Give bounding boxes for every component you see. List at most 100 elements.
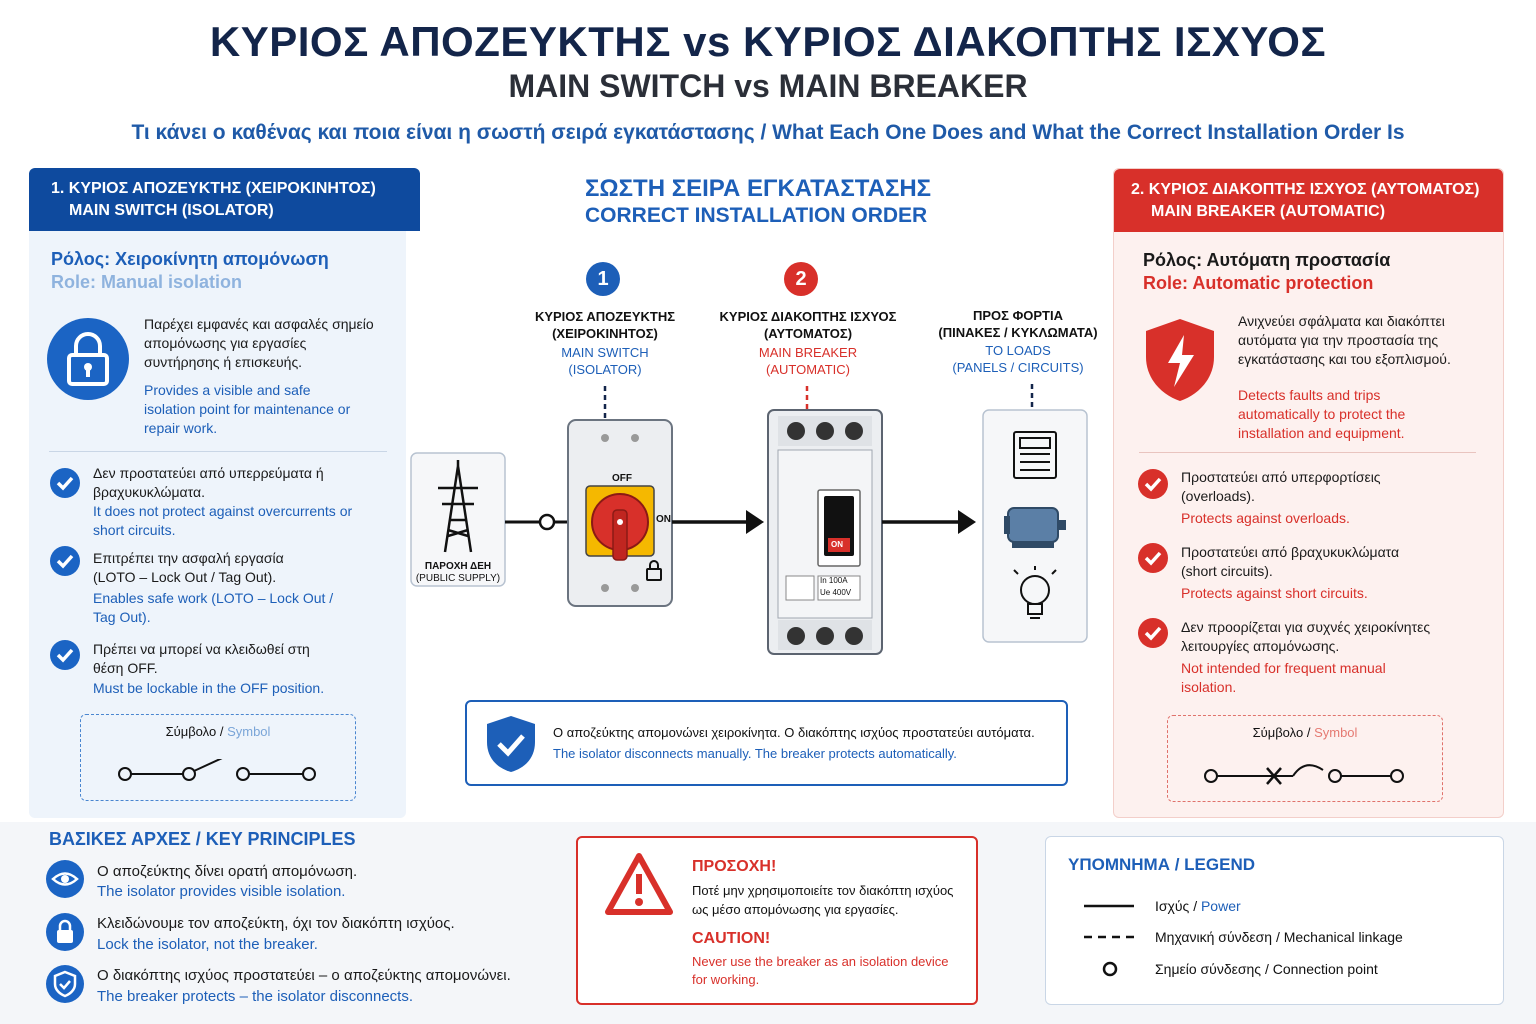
check-icon xyxy=(50,468,80,498)
breaker-symbol-box: Σύμβολο / Symbol xyxy=(1167,715,1443,802)
legend-title: ΥΠΟΜΝΗΜΑ / LEGEND xyxy=(1068,855,1255,874)
legend-connection-slash: / xyxy=(1264,961,1269,977)
warning-icon xyxy=(605,853,673,915)
principles-title: ΒΑΣΙΚΕΣ ΑΡΧΕΣ / KEY PRINCIPLES xyxy=(49,829,356,849)
isolator-header-en: MAIN SWITCH (ISOLATOR) xyxy=(69,202,274,219)
isolator-role-en: Role: Manual isolation xyxy=(51,272,243,292)
summary-en: The isolator disconnects manually. The b… xyxy=(553,746,957,761)
breaker-symbol-label: Σύμβολο / Symbol xyxy=(1168,725,1442,740)
check-icon xyxy=(1138,469,1168,499)
step-2-gr2: (ΑΥΤΟΜΑΤΟΣ) xyxy=(763,326,853,341)
step-3-label: ΠΡΟΣ ΦΟΡΤΙΑ (ΠΙΝΑΚΕΣ / ΚΥΚΛΩΜΑΤΑ) xyxy=(926,307,1110,341)
legend-connection-gr: Σημείο σύνδεσης xyxy=(1155,961,1262,977)
step-3-gr1: ΠΡΟΣ ΦΟΡΤΙΑ xyxy=(973,308,1063,323)
step-2-en2: (AUTOMATIC) xyxy=(765,362,850,377)
supply-label-gr: ΠΑΡΟΧΗ ΔΕΗ xyxy=(424,561,492,572)
shield-lightning-icon xyxy=(1146,319,1214,401)
legend-item-connection: Σημείο σύνδεσης / Connection point xyxy=(1155,961,1378,977)
isolator-symbol-icon xyxy=(118,759,316,781)
breaker-point-2-gr: Προστατεύει από βραχυκυκλώματα (short ci… xyxy=(1181,544,1400,579)
breaker-header: 2. ΚΥΡΙΟΣ ΔΙΑΚΟΠΤΗΣ ΙΣΧΥΟΣ (ΑΥΤΟΜΑΤΟΣ) M… xyxy=(1114,169,1503,232)
breaker-desc-gr: Ανιχνεύει σφάλματα και διακόπτει αυτόματ… xyxy=(1238,313,1451,367)
breaker-panel: 2. ΚΥΡΙΟΣ ΔΙΑΚΟΠΤΗΣ ΙΣΧΥΟΣ (ΑΥΤΟΜΑΤΟΣ) M… xyxy=(1113,168,1504,818)
caution-text-en: Never use the breaker as an isolation de… xyxy=(692,954,949,987)
isolator-desc-gr: Παρέχει εμφανές και ασφαλές σημείο απομό… xyxy=(144,316,374,370)
caution-text-gr: Ποτέ μην χρησιμοποιείτε τον διακόπτη ισχ… xyxy=(692,883,954,917)
symbol-label-gr: Σύμβολο xyxy=(1252,725,1304,740)
isolator-point-3-en: Must be lockable in the OFF position. xyxy=(93,680,325,696)
supply-label-en: (PUBLIC SUPPLY) xyxy=(415,573,501,584)
breaker-role-gr: Ρόλος: Αυτόματη προστασία xyxy=(1143,250,1391,270)
subtitle: Τι κάνει ο καθένας και ποια είναι η σωστ… xyxy=(131,121,1405,144)
symbol-label-gr: Σύμβολο xyxy=(165,724,217,739)
step-1-en2: (ISOLATOR) xyxy=(568,362,642,377)
check-icon xyxy=(50,546,80,576)
isolator-point-1-en: It does not protect against overcurrents… xyxy=(93,503,353,538)
isolator-symbol-box: Σύμβολο / Symbol xyxy=(80,714,356,801)
step-2-badge: 2 xyxy=(784,262,818,296)
step-2-label: ΚΥΡΙΟΣ ΔΙΑΚΟΠΤΗΣ ΙΣΧΥΟΣ(ΑΥΤΟΜΑΤΟΣ) xyxy=(712,308,904,342)
eye-icon xyxy=(46,860,84,898)
step-3-en1: TO LOADS xyxy=(985,343,1051,358)
main-title: ΚΥΡΙΟΣ ΑΠΟΖΕΥΚΤΗΣ vs ΚΥΡΙΟΣ ΔΙΑΚΟΠΤΗΣ ΙΣ… xyxy=(209,18,1327,65)
legend-linkage-slash: / xyxy=(1275,929,1280,945)
breaker-voltage-label: Ue 400V xyxy=(820,588,852,597)
divider xyxy=(49,451,387,452)
isolator-panel: 1. ΚΥΡΙΟΣ ΑΠΟΖΕΥΚΤΗΣ (ΧΕΙΡΟΚΙΝΗΤΟΣ) MAIN… xyxy=(29,168,420,818)
symbol-label-en: Symbol xyxy=(1314,725,1358,740)
principle-3-en: The breaker protects – the isolator disc… xyxy=(97,988,413,1005)
isolator-point-3-gr: Πρέπει να μπορεί να κλειδωθεί στη θέση O… xyxy=(93,641,310,676)
check-icon xyxy=(1138,618,1168,648)
isolator-point-1-gr: Δεν προστατεύει από υπερρεύματα ή βραχυκ… xyxy=(93,465,324,500)
principle-2-en: Lock the isolator, not the breaker. xyxy=(97,936,318,953)
legend-connection-en: Connection point xyxy=(1272,961,1378,977)
legend-symbols xyxy=(1084,904,1136,977)
step-2-en1: MAIN BREAKER xyxy=(758,345,858,360)
principle-2-gr: Κλειδώνουμε τον αποζεύκτη, όχι τον διακό… xyxy=(97,915,455,932)
legend-linkage-en: Mechanical linkage xyxy=(1283,929,1403,945)
shield-check-icon xyxy=(487,716,535,772)
caution-box: ΠΡΟΣΟΧΗ! Ποτέ μην χρησιμοποιείτε τον δια… xyxy=(576,836,978,1005)
main-title-en: MAIN SWITCH vs MAIN BREAKER xyxy=(508,68,1028,104)
step-1-sub: MAIN SWITCH(ISOLATOR) xyxy=(520,344,690,378)
symbol-label-en: Symbol xyxy=(227,724,271,739)
principle-1-en: The isolator provides visible isolation. xyxy=(97,883,346,900)
step-1-gr1: ΚΥΡΙΟΣ ΑΠΟΖΕΥΚΤΗΣ xyxy=(534,309,676,324)
summary-gr: Ο αποζεύκτης απομονώνει χειροκίνητα. Ο δ… xyxy=(553,725,1035,740)
legend-item-linkage: Μηχανική σύνδεση / Mechanical linkage xyxy=(1155,929,1403,945)
isolator-point-2-en: Enables safe work (LOTO – Lock Out / Tag… xyxy=(93,590,334,625)
symbol-label-slash: / xyxy=(219,724,224,739)
installation-flow-diagram xyxy=(410,384,1088,655)
breaker-point-1-en: Protects against overloads. xyxy=(1181,510,1350,526)
caution-title-en: CAUTION! xyxy=(692,930,771,947)
check-icon xyxy=(50,640,80,670)
legend-power-gr: Ισχύς xyxy=(1155,898,1190,914)
divider xyxy=(1139,452,1476,453)
supply-label: ΠΑΡΟΧΗ ΔΕΗ(PUBLIC SUPPLY) xyxy=(411,561,505,585)
isolator-header: 1. ΚΥΡΙΟΣ ΑΠΟΖΕΥΚΤΗΣ (ΧΕΙΡΟΚΙΝΗΤΟΣ) MAIN… xyxy=(29,168,420,231)
step-2-sub: MAIN BREAKER (AUTOMATIC) xyxy=(712,344,904,378)
padlock-icon xyxy=(47,318,129,400)
step-1-gr2: (ΧΕΙΡΟΚΙΝΗΤΟΣ) xyxy=(552,326,658,341)
isolator-desc-en: Provides a visible and safe isolation po… xyxy=(144,382,351,436)
isolator-point-2-gr: Επιτρέπει την ασφαλή εργασία (LOTO – Loc… xyxy=(93,550,284,585)
step-1-badge: 1 xyxy=(586,262,620,296)
principle-3-gr: Ο διακόπτης ισχύος προστατεύει – ο αποζε… xyxy=(97,967,511,984)
breaker-point-3-en: Not intended for frequent manual isolati… xyxy=(1181,660,1386,695)
order-title-gr: ΣΩΣΤΗ ΣΕΙΡΑ ΕΓΚΑΤΑΣΤΑΣΗΣ xyxy=(585,175,932,202)
summary-info-box: Ο αποζεύκτης απομονώνει χειροκίνητα. Ο δ… xyxy=(465,700,1068,786)
principle-1-gr: Ο αποζεύκτης δίνει ορατή απομόνωση. xyxy=(97,863,358,880)
isolator-symbol-label: Σύμβολο / Symbol xyxy=(81,724,355,739)
legend-box: ΥΠΟΜΝΗΜΑ / LEGEND Ισχύς / Power Μηχανική… xyxy=(1045,836,1504,1005)
breaker-point-1-gr: Προστατεύει από υπερφορτίσεις (overloads… xyxy=(1181,469,1381,504)
breaker-symbol-icon xyxy=(1204,764,1404,785)
legend-linkage-gr: Μηχανική σύνδεση xyxy=(1155,929,1273,945)
breaker-header-gr: 2. ΚΥΡΙΟΣ ΔΙΑΚΟΠΤΗΣ ΙΣΧΥΟΣ (ΑΥΤΟΜΑΤΟΣ) xyxy=(1131,181,1480,198)
breaker-header-en: MAIN BREAKER (AUTOMATIC) xyxy=(1151,203,1386,220)
caution-title-gr: ΠΡΟΣΟΧΗ! xyxy=(692,858,777,875)
breaker-point-2-en: Protects against short circuits. xyxy=(1181,585,1368,601)
breaker-desc-en: Detects faults and trips automatically t… xyxy=(1238,387,1406,441)
legend-item-power: Ισχύς / Power xyxy=(1155,898,1241,914)
switch-on-label: ON xyxy=(656,514,671,525)
step-3-gr2: (ΠΙΝΑΚΕΣ / ΚΥΚΛΩΜΑΤΑ) xyxy=(938,325,1098,340)
